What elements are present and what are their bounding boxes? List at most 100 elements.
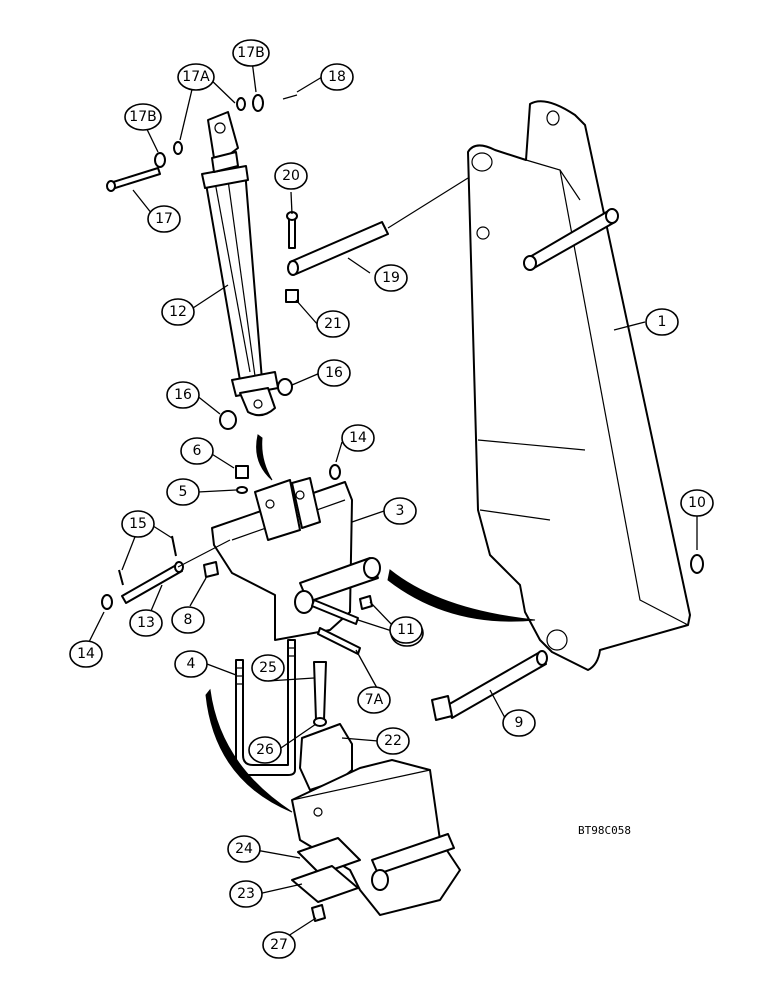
callout-bubble [376,727,410,755]
callout-5: 5 [166,478,200,506]
callout-8: 8 [171,606,205,634]
callout-number: 12 [169,304,187,320]
boom-arm [467,100,691,671]
callout-27: 27 [262,931,296,959]
callout-22: 22 [376,727,410,755]
callout-bubble [316,310,350,338]
callout-number: 8 [184,612,193,628]
callout-bubble [166,478,200,506]
callout-bubble [274,162,308,190]
callout-16: 16 [317,359,351,387]
callout-number: 21 [324,316,342,332]
callout-number: 10 [688,495,706,511]
callout-17B: 17B [232,39,270,67]
callout-11: 11 [389,616,423,644]
motion-arc-lower [205,688,293,813]
callout-25: 25 [251,654,285,682]
callout-14: 14 [341,424,375,452]
callout-bubble [502,709,536,737]
callout-3: 3 [383,497,417,525]
nut-27 [311,904,326,922]
callout-17A: 17A [177,63,215,91]
callout-number: 3 [396,503,405,519]
callout-bubble [680,489,714,517]
callout-bubble [251,654,285,682]
callout-bubble [229,880,263,908]
callout-14: 14 [69,640,103,668]
callout-number: 17A [182,69,210,85]
pin-13-assembly [101,535,231,610]
callout-number: 23 [237,886,255,902]
callout-bubble [177,63,215,91]
callout-number: 25 [259,660,277,676]
callout-bubble [129,609,163,637]
callout-bubble [147,205,181,233]
motion-arc-cylinder [256,434,273,481]
callout-17: 17 [147,205,181,233]
callout-number: 5 [179,484,188,500]
bolt-7A [317,627,361,655]
callout-bubble [248,736,282,764]
callout-number: 7A [365,692,384,708]
plate-23 [291,865,359,903]
callout-number: 18 [328,69,346,85]
callout-bubble [389,616,423,644]
callout-24: 24 [227,835,261,863]
callout-15: 15 [121,510,155,538]
callout-1: 1 [645,308,679,336]
callout-23: 23 [229,880,263,908]
callout-bubble [227,835,261,863]
callout-bubble [317,359,351,387]
callout-bubble [180,437,214,465]
washer-16-right [277,378,293,396]
callout-7A: 7A [357,686,391,714]
callout-bubble [383,497,417,525]
callout-20: 20 [274,162,308,190]
callout-bubble [166,381,200,409]
hydraulic-cylinder [201,111,279,417]
callout-number: 1 [658,314,667,330]
callout-bubble [124,103,162,131]
callout-number: 4 [187,656,196,672]
callout-bubble [645,308,679,336]
callout-4: 4 [174,650,208,678]
callout-number: 14 [349,430,367,446]
figure-code: BT98C058 [578,824,631,837]
bolt-25 [313,661,327,721]
callout-21: 21 [316,310,350,338]
callout-number: 9 [515,715,524,731]
callout-bubble [232,39,270,67]
callout-number: 6 [193,443,202,459]
callout-number: 19 [382,270,400,286]
callout-18: 18 [320,63,354,91]
motion-arc-boom [387,569,536,622]
callout-number: 24 [235,841,253,857]
pin-9 [431,650,548,721]
callout-19: 19 [374,264,408,292]
callout-9: 9 [502,709,536,737]
callout-labels: 1345677A891011121314141516161717A17B17B1… [69,39,714,959]
callout-number: 26 [256,742,274,758]
callout-number: 11 [397,622,415,638]
callout-12: 12 [161,298,195,326]
washer-26 [313,717,327,727]
washer-5 [236,486,248,494]
callout-number: 16 [174,387,192,403]
callout-number: 14 [77,646,95,662]
washer-16-left [219,410,237,430]
callout-number: 17B [129,109,156,125]
nut-11 [359,595,373,610]
callout-number: 15 [129,516,147,532]
callout-number: 17B [237,45,264,61]
callout-number: 27 [270,937,288,953]
callout-bubble [121,510,155,538]
callout-bubble [262,931,296,959]
callout-6: 6 [180,437,214,465]
callout-bubble [341,424,375,452]
callout-bubble [320,63,354,91]
callout-bubble [357,686,391,714]
callout-bubble [171,606,205,634]
callout-number: 13 [137,615,155,631]
washer-10 [690,554,704,574]
